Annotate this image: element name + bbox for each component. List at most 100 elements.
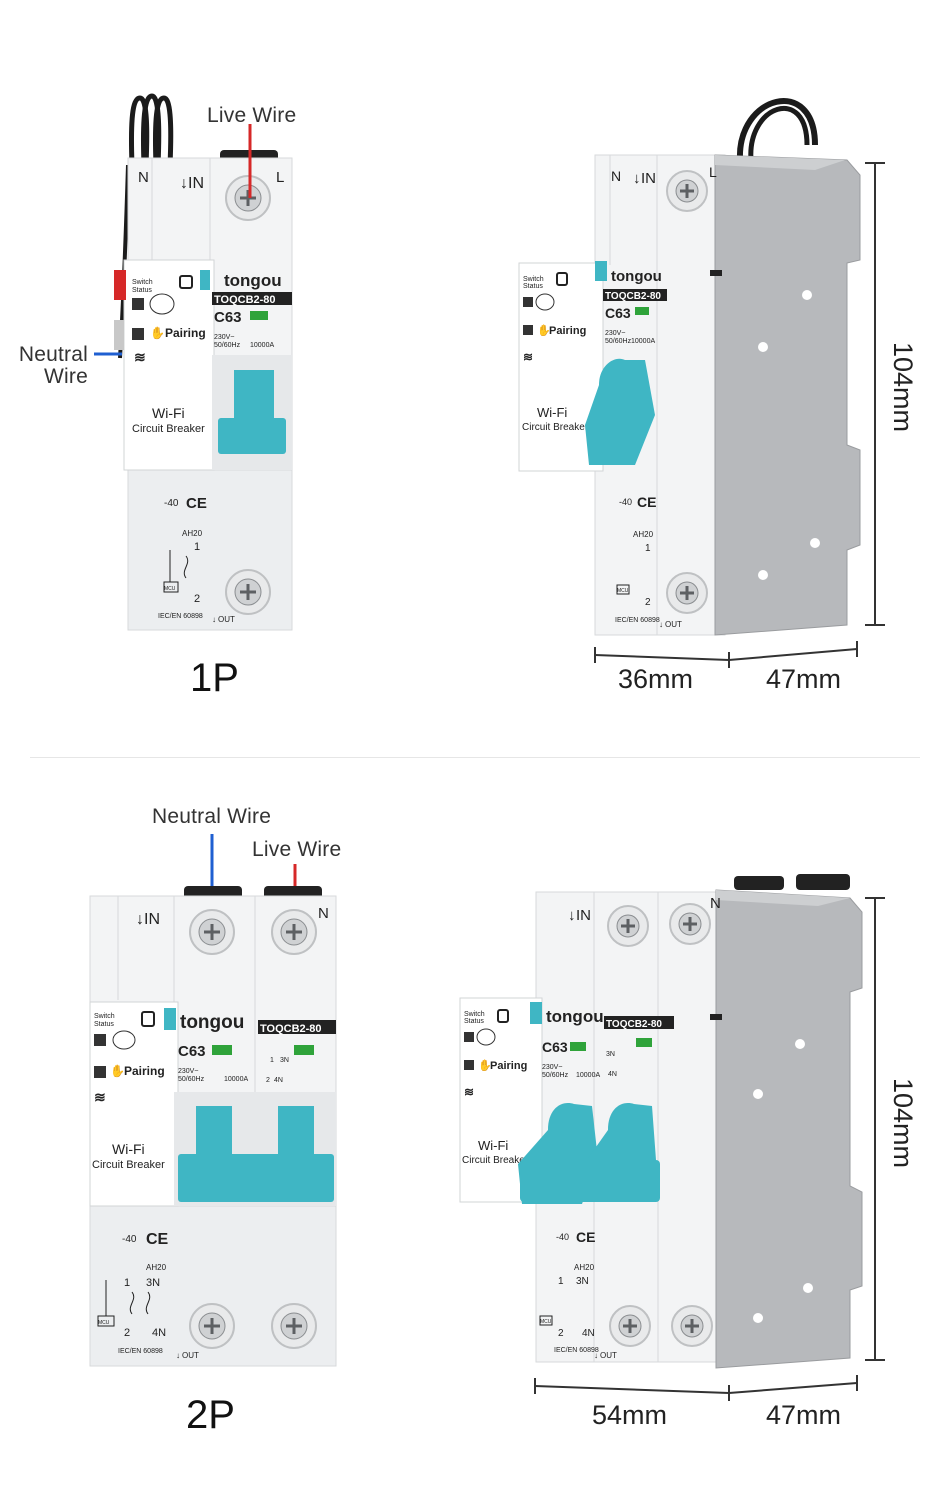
svg-text:L: L (709, 164, 717, 180)
breaker-1p-front: N ↓ IN L Switch Status ✋ Pairing ≋ Wi-Fi… (114, 93, 293, 631)
svg-text:≋: ≋ (523, 350, 533, 364)
svg-text:≋: ≋ (464, 1085, 474, 1099)
svg-text:Status: Status (523, 283, 543, 290)
svg-text:✋: ✋ (110, 1064, 125, 1078)
toggle-lever-2p (178, 1154, 334, 1202)
brand-logo: tongou (224, 271, 282, 290)
toggle-lever (234, 370, 274, 420)
svg-text:↓: ↓ (136, 911, 144, 928)
svg-text:-40: -40 (556, 1232, 569, 1242)
svg-text:CE: CE (576, 1229, 595, 1245)
svg-text:↓: ↓ (568, 907, 576, 924)
svg-text:Wi-Fi: Wi-Fi (478, 1138, 508, 1153)
svg-text:4N: 4N (608, 1071, 617, 1078)
svg-text:AH20: AH20 (633, 530, 654, 539)
svg-text:OUT: OUT (218, 615, 235, 624)
svg-text:CE: CE (146, 1231, 169, 1248)
svg-text:C63: C63 (605, 305, 631, 321)
svg-text:Pairing: Pairing (490, 1060, 527, 1072)
status-indicator (250, 311, 268, 320)
svg-text:MCU: MCU (98, 1320, 110, 1326)
live-wire-callout-2p: Live Wire (252, 838, 342, 861)
svg-text:IN: IN (576, 907, 591, 924)
svg-text:IEC/EN 60898: IEC/EN 60898 (158, 613, 203, 620)
svg-text:Switch: Switch (523, 276, 544, 283)
svg-text:3N: 3N (280, 1057, 289, 1064)
svg-text:AH20: AH20 (146, 1263, 167, 1272)
svg-text:50/60Hz: 50/60Hz (214, 342, 241, 349)
svg-text:2: 2 (558, 1328, 564, 1339)
svg-text:TOQCB2-80: TOQCB2-80 (260, 1023, 322, 1035)
svg-text:IN: IN (641, 170, 656, 187)
svg-text:1: 1 (194, 541, 200, 553)
lock-icon (179, 275, 193, 289)
svg-text:↓: ↓ (176, 1351, 180, 1360)
svg-text:tongou: tongou (546, 1007, 604, 1026)
svg-text:1: 1 (558, 1276, 564, 1287)
rating: C63 (214, 309, 242, 326)
svg-text:IEC/EN 60898: IEC/EN 60898 (615, 617, 660, 624)
neutral-wire-bundle (129, 93, 174, 166)
dimension-height-2p: 104mm (888, 1078, 918, 1169)
svg-text:Circuit Breaker: Circuit Breaker (132, 423, 205, 435)
svg-text:50/60Hz: 50/60Hz (605, 338, 632, 345)
svg-text:IEC/EN 60898: IEC/EN 60898 (554, 1347, 599, 1354)
svg-text:MCU: MCU (617, 588, 629, 594)
svg-text:N: N (710, 895, 721, 912)
svg-text:C63: C63 (178, 1043, 206, 1060)
svg-text:MCU: MCU (164, 586, 176, 592)
svg-text:✋: ✋ (537, 324, 551, 337)
svg-text:-40: -40 (122, 1234, 137, 1245)
svg-text:N: N (318, 905, 329, 922)
variant-label-1p: 1P (190, 656, 239, 700)
svg-text:230V~: 230V~ (214, 334, 234, 341)
svg-text:C63: C63 (542, 1039, 568, 1055)
svg-text:✋: ✋ (478, 1059, 492, 1072)
pole-n-label: N (138, 169, 149, 186)
svg-text:4N: 4N (152, 1327, 166, 1339)
svg-text:↓: ↓ (212, 615, 216, 624)
svg-text:-40: -40 (164, 498, 179, 509)
dimension-lines-1p (594, 162, 885, 668)
svg-text:↓: ↓ (633, 170, 641, 187)
svg-text:230V~: 230V~ (605, 330, 625, 337)
dimension-depth-2p: 47mm (766, 1400, 842, 1430)
svg-text:TOQCB2-80: TOQCB2-80 (606, 1019, 662, 1030)
dimension-width-2p: 54mm (592, 1400, 668, 1430)
svg-text:tongou: tongou (611, 268, 662, 285)
svg-text:10000A: 10000A (576, 1072, 600, 1079)
breaker-2p-side: ↓ IN N Switch Status ✋ Pairing ≋ Wi-Fi C… (459, 874, 863, 1369)
svg-text:Pairing: Pairing (165, 326, 206, 340)
svg-text:50/60Hz: 50/60Hz (178, 1076, 205, 1083)
svg-text:4N: 4N (274, 1077, 283, 1084)
svg-text:OUT: OUT (600, 1351, 617, 1360)
svg-text:230V~: 230V~ (542, 1064, 562, 1071)
section-divider (30, 757, 920, 758)
svg-text:Switch: Switch (464, 1011, 485, 1018)
svg-text:Wi-Fi: Wi-Fi (112, 1141, 145, 1157)
svg-text:3N: 3N (576, 1276, 589, 1287)
svg-text:2: 2 (266, 1077, 270, 1084)
svg-text:IN: IN (144, 911, 160, 928)
live-wire-callout: Live Wire (207, 104, 297, 127)
svg-text:Wi-Fi: Wi-Fi (152, 405, 185, 421)
svg-text:2: 2 (194, 593, 200, 605)
svg-text:↓: ↓ (659, 620, 663, 629)
svg-text:1: 1 (270, 1057, 274, 1064)
dimension-width-1p: 36mm (618, 664, 694, 694)
svg-text:tongou: tongou (180, 1012, 244, 1033)
svg-text:Switch: Switch (94, 1013, 115, 1020)
svg-text:MCU: MCU (540, 1319, 552, 1325)
hand-icon: ✋ (150, 326, 165, 340)
variant-label-2p: 2P (186, 1393, 235, 1437)
svg-text:2: 2 (645, 597, 651, 608)
svg-text:Pairing: Pairing (549, 325, 586, 337)
svg-text:2: 2 (124, 1327, 130, 1339)
svg-text:230V~: 230V~ (178, 1068, 198, 1075)
svg-text:10000A: 10000A (631, 338, 655, 345)
svg-text:50/60Hz: 50/60Hz (542, 1072, 569, 1079)
svg-text:-40: -40 (619, 497, 632, 507)
svg-text:4N: 4N (582, 1328, 595, 1339)
svg-text:IEC/EN 60898: IEC/EN 60898 (118, 1348, 163, 1355)
svg-text:Status: Status (94, 1021, 114, 1028)
